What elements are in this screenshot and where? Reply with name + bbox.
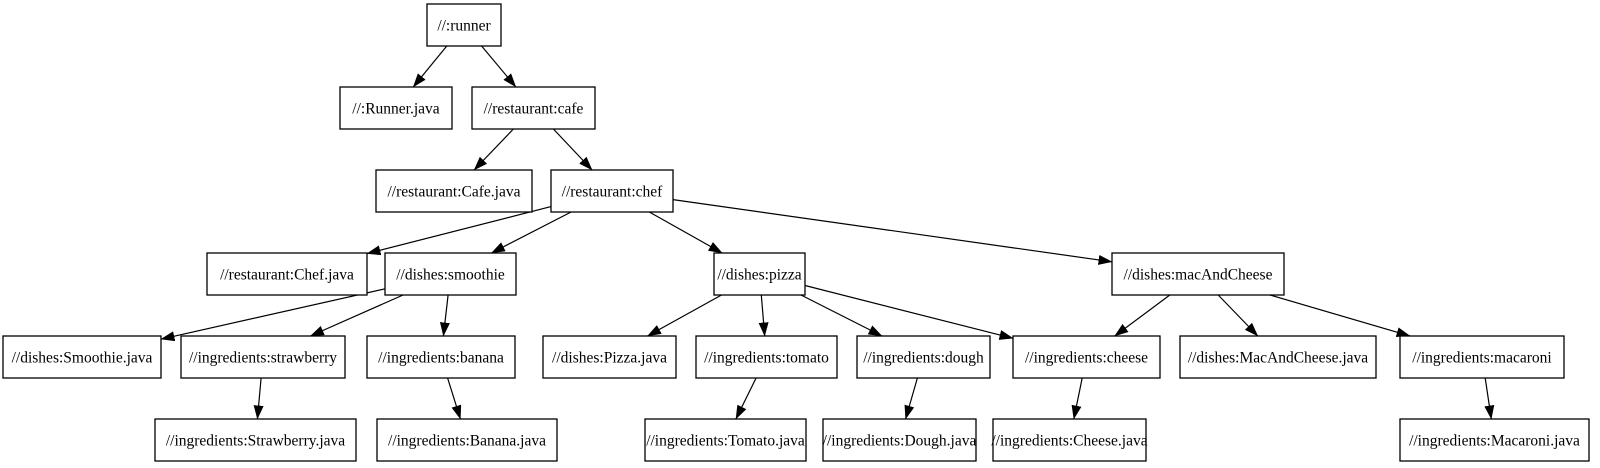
node-label-runner_java: //:Runner.java (352, 101, 440, 118)
node-label-dough: //ingredients:dough (863, 350, 984, 367)
node-label-pizza_java: //dishes:Pizza.java (552, 350, 667, 367)
edge-chef-chef_java (366, 206, 552, 256)
node-box-macandcheese_java (1179, 335, 1377, 379)
node-macaroni_java: //ingredients:Macaroni.java (1399, 418, 1590, 462)
node-label-tomato: //ingredients:tomato (704, 350, 829, 367)
edge-smoothie-banana (439, 294, 450, 337)
edge-smoothie-strawberry (309, 294, 404, 337)
edge-pizza-dough (800, 294, 883, 337)
node-box-banana_java (376, 418, 558, 462)
edge-cheese-cheese_java (1071, 377, 1083, 420)
node-label-banana: //ingredients:banana (378, 350, 504, 367)
node-box-tomato (695, 335, 838, 379)
node-strawberry: //ingredients:strawberry (180, 335, 346, 379)
node-label-macaroni: //ingredients:macaroni (1412, 350, 1552, 367)
node-box-dough_java (822, 418, 977, 462)
edge-pizza-cheese (804, 284, 1014, 340)
node-box-macaroni (1399, 335, 1565, 379)
edge-chef-pizza (649, 211, 723, 254)
node-cafe: //restaurant:cafe (471, 86, 596, 130)
node-smoothie: //dishes:smoothie (384, 252, 517, 296)
node-label-cafe_java: //restaurant:Cafe.java (388, 184, 521, 201)
edge-pizza-pizza_java (647, 294, 722, 337)
edge-pizza-tomato (758, 294, 769, 337)
node-box-dough (856, 335, 991, 379)
edge-macandcheese-macaroni (1269, 294, 1411, 338)
node-label-banana_java: //ingredients:Banana.java (388, 433, 546, 450)
node-banana: //ingredients:banana (366, 335, 516, 379)
edge-macaroni-macaroni_java (1484, 377, 1495, 420)
node-box-strawberry (180, 335, 346, 379)
node-dough: //ingredients:dough (856, 335, 991, 379)
node-box-strawberry_java (154, 418, 357, 462)
node-dough_java: //ingredients:Dough.java (822, 418, 977, 462)
edge-strawberry-strawberry_java (253, 377, 264, 420)
nodes-layer: //:runner //:Runner.java //restaurant:cafe… (2, 3, 1590, 462)
node-box-runner (426, 3, 502, 47)
node-label-tomato_java: //ingredients:Tomato.java (646, 433, 805, 450)
node-label-cheese_java: //ingredients:Cheese.java (991, 433, 1147, 450)
node-box-pizza_java (542, 335, 677, 379)
node-macandcheese_java: //dishes:MacAndCheese.java (1179, 335, 1377, 379)
node-label-strawberry_java: //ingredients:Strawberry.java (166, 433, 345, 450)
node-runner: //:runner (426, 3, 502, 47)
node-box-tomato_java (644, 418, 807, 462)
node-banana_java: //ingredients:Banana.java (376, 418, 558, 462)
node-label-chef: //restaurant:chef (562, 184, 664, 201)
node-box-cafe_java (375, 169, 533, 213)
node-box-chef (550, 169, 674, 213)
node-chef: //restaurant:chef (550, 169, 674, 213)
node-label-runner: //:runner (437, 18, 491, 35)
node-cheese: //ingredients:cheese (1012, 335, 1161, 379)
node-box-macaroni_java (1399, 418, 1590, 462)
edge-runner-cafe (481, 45, 517, 88)
node-macaroni: //ingredients:macaroni (1399, 335, 1565, 379)
node-label-strawberry: //ingredients:strawberry (189, 350, 337, 367)
edge-banana-banana_java (447, 377, 462, 420)
node-box-macandcheese (1111, 252, 1285, 296)
node-cheese_java: //ingredients:Cheese.java (991, 418, 1148, 462)
edge-chef-macandcheese (672, 199, 1113, 265)
edge-tomato-tomato_java (735, 377, 757, 420)
node-box-chef_java (206, 252, 368, 296)
node-box-banana (366, 335, 516, 379)
edge-macandcheese-macandcheese_java (1217, 294, 1259, 337)
node-label-cafe: //restaurant:cafe (484, 101, 584, 118)
node-label-dough_java: //ingredients:Dough.java (823, 433, 977, 450)
edge-cafe-cafe_java (473, 128, 514, 171)
edge-smoothie-smoothie_java (160, 288, 386, 342)
node-box-smoothie_java (2, 335, 162, 379)
edge-dough-dough_java (904, 377, 918, 420)
node-macandcheese: //dishes:macAndCheese (1111, 252, 1285, 296)
node-pizza_java: //dishes:Pizza.java (542, 335, 677, 379)
node-label-chef_java: //restaurant:Chef.java (220, 267, 354, 284)
node-box-smoothie (384, 252, 517, 296)
node-tomato_java: //ingredients:Tomato.java (644, 418, 807, 462)
edge-cafe-chef (552, 128, 593, 171)
node-label-cheese: //ingredients:cheese (1025, 350, 1148, 367)
node-runner_java: //:Runner.java (339, 86, 453, 130)
node-label-macaroni_java: //ingredients:Macaroni.java (1409, 433, 1580, 450)
node-label-smoothie_java: //dishes:Smoothie.java (12, 350, 153, 367)
node-smoothie_java: //dishes:Smoothie.java (2, 335, 162, 379)
node-pizza: //dishes:pizza (713, 252, 806, 296)
node-label-macandcheese: //dishes:macAndCheese (1124, 267, 1273, 284)
node-box-cafe (471, 86, 596, 130)
node-chef_java: //restaurant:Chef.java (206, 252, 368, 296)
edge-macandcheese-cheese (1114, 294, 1171, 337)
node-box-cheese (1012, 335, 1161, 379)
node-box-runner_java (339, 86, 453, 130)
node-label-smoothie: //dishes:smoothie (396, 267, 505, 284)
node-box-pizza (713, 252, 806, 296)
node-tomato: //ingredients:tomato (695, 335, 838, 379)
node-strawberry_java: //ingredients:Strawberry.java (154, 418, 357, 462)
node-cafe_java: //restaurant:Cafe.java (375, 169, 533, 213)
edge-runner-runner_java (412, 45, 448, 88)
node-label-macandcheese_java: //dishes:MacAndCheese.java (1188, 350, 1368, 367)
node-box-cheese_java (992, 418, 1147, 462)
edges-layer (160, 45, 1495, 420)
edge-chef-smoothie (490, 211, 572, 254)
node-label-pizza: //dishes:pizza (717, 267, 801, 284)
